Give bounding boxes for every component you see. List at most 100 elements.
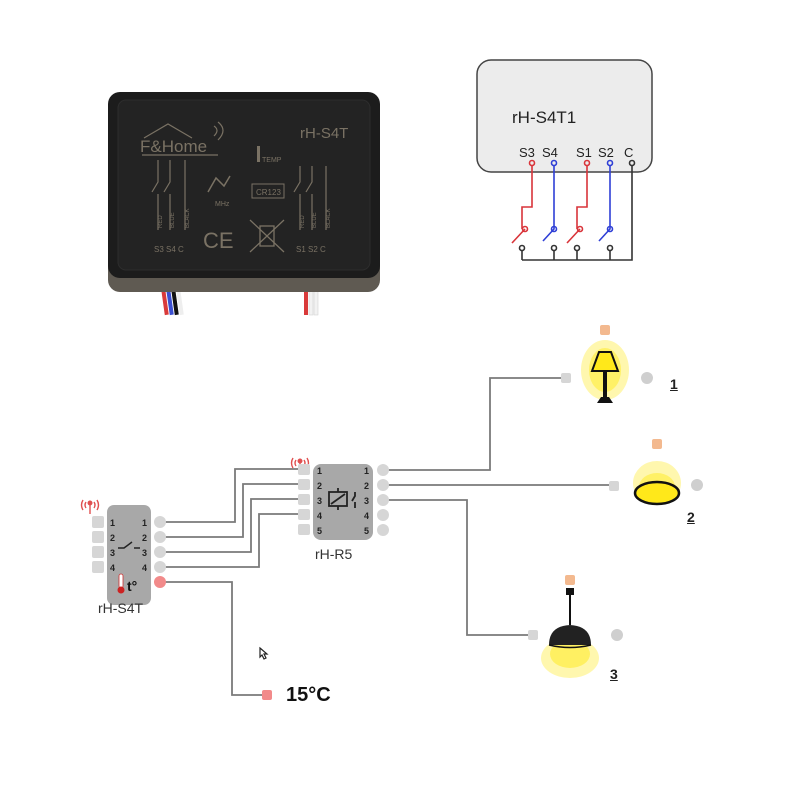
port-label: 4 [317, 511, 322, 521]
temp-label: TEMP [262, 157, 282, 164]
port-left-2[interactable] [92, 531, 104, 543]
port-right-2[interactable] [154, 531, 166, 543]
port-label: 2 [110, 533, 115, 543]
ceiling-light-icon [633, 480, 681, 506]
brand-logo [142, 121, 224, 156]
device-label-rh-s4t: rH-S4T [98, 600, 144, 616]
lamp-label-1: 1 [670, 376, 678, 392]
module-model-label: rH-S4T [300, 125, 348, 142]
port-label: 5 [317, 526, 322, 536]
port-right-3[interactable] [377, 494, 389, 506]
port-label: 1 [364, 466, 369, 476]
lamp-state-dot [600, 325, 610, 335]
lamp-label-3: 3 [610, 666, 618, 682]
device-rh-r5[interactable]: 1 2 3 4 5 1 2 3 4 5 rH-R5 [285, 452, 400, 572]
port-temperature[interactable] [154, 576, 166, 588]
relay-body [313, 464, 373, 540]
port-left-1[interactable] [298, 464, 310, 475]
terminal-label-s4: S4 [542, 145, 558, 160]
wire-label-red: RED [158, 215, 164, 228]
port-label: 3 [364, 496, 369, 506]
wire-temp-to-readout [160, 581, 264, 696]
thermometer-icon [117, 573, 125, 594]
pendant-lamp-icon [548, 588, 592, 649]
port-right-1[interactable] [154, 516, 166, 528]
port-label: 1 [142, 518, 147, 528]
product-photo: F&Home rH-S4T TEMP MHz CR123 CE RED BLUE… [100, 80, 400, 320]
thermometer-icon [257, 146, 260, 162]
wire-label-blue: BLUE [170, 212, 176, 228]
port-left-4[interactable] [92, 561, 104, 573]
port-left-3[interactable] [298, 494, 310, 505]
terminal-label-s1: S1 [576, 145, 592, 160]
wire-s4t-2-to-r5-2 [160, 483, 302, 538]
port-right-4[interactable] [154, 561, 166, 573]
lamp-input-port[interactable] [609, 481, 619, 491]
mouse-cursor-icon [258, 646, 270, 665]
port-label: 1 [317, 466, 322, 476]
lamp-label-2: 2 [687, 509, 695, 525]
switch-symbol-icon [118, 541, 140, 549]
device-label-rh-r5: rH-R5 [315, 546, 353, 562]
port-right-1[interactable] [377, 464, 389, 476]
port-left-3[interactable] [92, 546, 104, 558]
lamp-input-port[interactable] [561, 373, 571, 383]
port-label: 5 [364, 526, 369, 536]
radio-wave-icon [207, 175, 231, 193]
wire-common [518, 159, 636, 261]
right-switch-schematic [293, 166, 327, 230]
port-label: 4 [142, 563, 147, 573]
wire-s4t-4-to-r5-4 [160, 513, 302, 568]
port-label: 3 [110, 548, 115, 558]
port-right-2[interactable] [377, 479, 389, 491]
wire-label-blue: BLUE [312, 212, 318, 228]
wire-r5-3-to-lamp-3 [385, 499, 532, 636]
port-right-4[interactable] [377, 509, 389, 521]
left-terminal-labels: S3 S4 C [154, 245, 184, 254]
left-switch-schematic [151, 160, 186, 230]
port-right-3[interactable] [154, 546, 166, 558]
lamp-output-port[interactable] [641, 372, 653, 384]
port-left-5[interactable] [298, 524, 310, 535]
port-label: 1 [110, 518, 115, 528]
port-left-4[interactable] [298, 509, 310, 520]
lamp-1[interactable]: 1 [555, 320, 695, 410]
ce-mark: CE [203, 228, 234, 253]
port-left-2[interactable] [298, 479, 310, 490]
port-left-1[interactable] [92, 516, 104, 528]
lamp-3[interactable]: 3 [525, 570, 655, 690]
weee-bin-icon [249, 219, 285, 253]
wire-label-red: RED [300, 215, 306, 228]
mhz-label: MHz [215, 201, 230, 208]
lamp-state-dot [652, 439, 662, 449]
sensor-body [107, 505, 151, 605]
lamp-2[interactable]: 2 [605, 435, 715, 535]
wire-r5-1-to-lamp-1 [385, 377, 562, 471]
table-lamp-icon [590, 351, 620, 403]
temperature-readout-port[interactable] [262, 690, 272, 700]
port-label: 3 [142, 548, 147, 558]
lamp-output-port[interactable] [611, 629, 623, 641]
wiring-diagram: rH-S4T1 S3 S4 S1 S2 C [470, 55, 660, 270]
lamp-input-port[interactable] [528, 630, 538, 640]
device-rh-s4t[interactable]: 1 2 3 4 1 2 3 4 t° rH-S4T [80, 490, 180, 620]
port-label: 3 [317, 496, 322, 506]
terminal-label-c: C [624, 145, 633, 160]
lamp-output-port[interactable] [691, 479, 703, 491]
port-label: 2 [364, 481, 369, 491]
wire-s2 [598, 159, 614, 242]
battery-icon [251, 183, 285, 199]
port-label: 2 [142, 533, 147, 543]
wire-s4t-1-to-r5-1 [160, 468, 302, 523]
wire-s4t-3-to-r5-3 [160, 498, 302, 553]
wire-label-black: BLACK [185, 208, 191, 228]
module-box [476, 59, 653, 173]
terminal-label-s2: S2 [598, 145, 614, 160]
terminal-label-s3: S3 [519, 145, 535, 160]
module-title: rH-S4T1 [512, 108, 576, 127]
port-label: 4 [110, 563, 115, 573]
wire-s4 [542, 159, 558, 242]
brand-logo-text: F&Home [140, 137, 207, 156]
port-right-5[interactable] [377, 524, 389, 536]
